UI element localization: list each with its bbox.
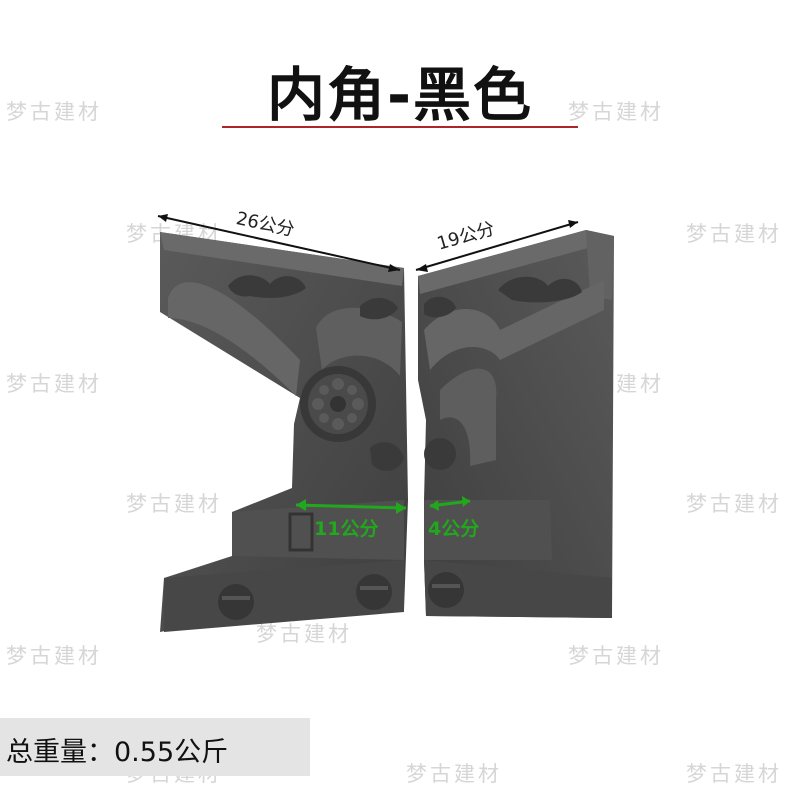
watermark: 梦古建材 — [686, 492, 782, 516]
watermark: 梦古建材 — [256, 622, 352, 646]
watermark: 梦古建材 — [6, 100, 102, 124]
watermark: 梦古建材 — [6, 644, 102, 668]
dimension-line-left-width — [157, 214, 401, 272]
dimension-line-right-depth — [429, 496, 471, 511]
watermark: 梦古建材 — [568, 100, 664, 124]
watermark: 梦古建材 — [406, 762, 502, 786]
right-tile-piece — [418, 230, 614, 618]
dimension-label-left-depth: 11公分 — [314, 518, 379, 540]
title-underline — [222, 126, 578, 128]
watermark: 梦古建材 — [686, 222, 782, 246]
watermark: 梦古建材 — [6, 372, 102, 396]
watermark: 梦古建材 — [568, 644, 664, 668]
weight-banner: 总重量：0.55公斤 — [0, 718, 310, 776]
page-title: 内角-黑色 — [266, 61, 534, 129]
dimension-line-left-depth — [295, 499, 407, 514]
left-tile-piece — [160, 232, 408, 632]
watermark: 梦古建材 — [126, 492, 222, 516]
weight-label: 总重量：0.55公斤 — [6, 737, 229, 768]
dimension-label-right-depth: 4公分 — [428, 518, 480, 540]
dimension-line-right-width — [415, 220, 579, 272]
watermark: 梦古建材 — [686, 762, 782, 786]
